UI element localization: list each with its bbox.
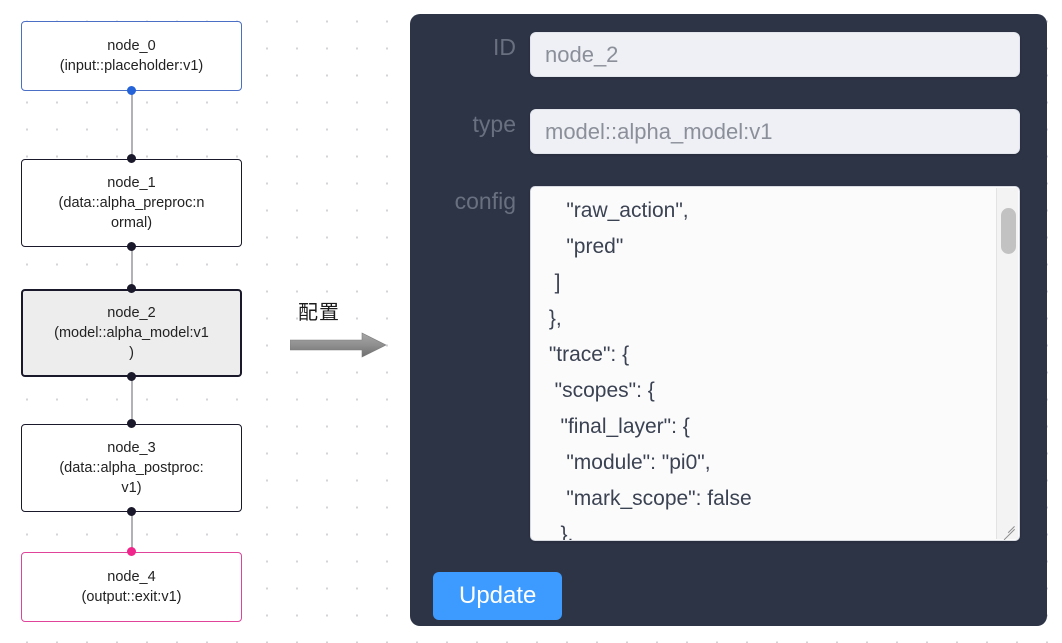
flow-node-node_0[interactable]: node_0 (input::placeholder:v1) bbox=[21, 21, 242, 91]
flow-node-node_2[interactable]: node_2 (model::alpha_model:v1 ) bbox=[21, 289, 242, 377]
edge-node3-node4 bbox=[131, 510, 133, 550]
flow-node-label: node_3 (data::alpha_postproc: v1) bbox=[59, 440, 204, 496]
field-row-id: ID bbox=[420, 32, 1040, 77]
flow-node-label: node_4 (output::exit:v1) bbox=[81, 569, 182, 605]
handle-source-node_1[interactable] bbox=[127, 242, 136, 251]
annotation-label: 配置 bbox=[298, 300, 340, 324]
handle-target-node_3[interactable] bbox=[127, 419, 136, 428]
edge-node1-node2 bbox=[131, 245, 133, 285]
handle-target-node_4[interactable] bbox=[127, 547, 136, 556]
flow-node-label: node_1 (data::alpha_preproc:n ormal) bbox=[58, 175, 205, 231]
flow-node-label: node_0 (input::placeholder:v1) bbox=[59, 38, 204, 74]
flow-node-node_1[interactable]: node_1 (data::alpha_preproc:n ormal) bbox=[21, 159, 242, 247]
id-field-label: ID bbox=[493, 34, 516, 60]
resize-grip-icon[interactable] bbox=[998, 520, 1018, 540]
handle-source-node_2[interactable] bbox=[127, 372, 136, 381]
annotation-group: 配置 bbox=[290, 296, 395, 366]
flow-node-label: node_2 (model::alpha_model:v1 ) bbox=[54, 305, 209, 361]
field-row-type: type bbox=[420, 109, 1040, 154]
config-field-label: config bbox=[454, 188, 516, 214]
flow-node-node_3[interactable]: node_3 (data::alpha_postproc: v1) bbox=[21, 424, 242, 512]
handle-source-node_0[interactable] bbox=[127, 86, 136, 95]
handle-source-node_3[interactable] bbox=[127, 507, 136, 516]
field-row-config: config "raw_action", "pred" ] }, "trace"… bbox=[420, 186, 1040, 541]
update-button[interactable]: Update bbox=[433, 572, 563, 620]
handle-target-node_1[interactable] bbox=[127, 154, 136, 163]
config-scrollbar-thumb[interactable] bbox=[1001, 208, 1016, 254]
config-textarea[interactable]: "raw_action", "pred" ] }, "trace": { "sc… bbox=[530, 186, 1020, 541]
flow-node-node_4[interactable]: node_4 (output::exit:v1) bbox=[21, 552, 242, 622]
node-inspector-panel: ID type config "raw_action", "pred" ] },… bbox=[410, 14, 1047, 626]
id-input[interactable] bbox=[530, 32, 1020, 77]
config-scrollbar[interactable] bbox=[996, 188, 1018, 539]
right-arrow-icon bbox=[290, 332, 387, 358]
edge-node0-node1 bbox=[131, 90, 133, 160]
edge-node2-node3 bbox=[131, 375, 133, 420]
handle-target-node_2[interactable] bbox=[127, 284, 136, 293]
type-input[interactable] bbox=[530, 109, 1020, 154]
type-field-label: type bbox=[472, 111, 516, 137]
config-textarea-wrapper: "raw_action", "pred" ] }, "trace": { "sc… bbox=[530, 186, 1020, 541]
